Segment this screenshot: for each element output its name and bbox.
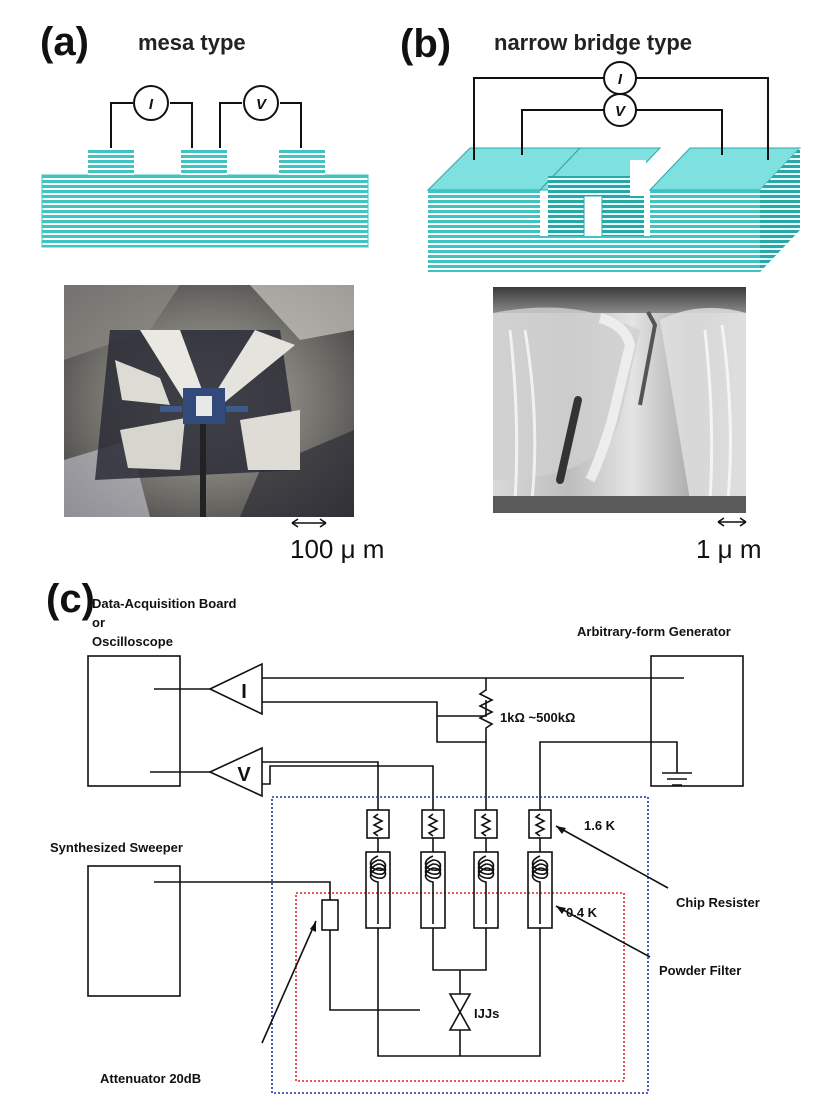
generator-box bbox=[650, 655, 744, 787]
bridge-scale-arrows bbox=[717, 517, 747, 527]
panel-c: (c) Data-Acquisition Board or Oscillosco… bbox=[46, 577, 760, 1094]
stage-0-4k-box bbox=[295, 892, 625, 1082]
mesa-current-meter-label: I bbox=[149, 96, 154, 113]
panel-a: (a) mesa type I V bbox=[40, 20, 384, 564]
wire-bottom-bus bbox=[377, 928, 541, 1057]
chip-resister-label: Chip Resister bbox=[676, 895, 760, 910]
ijj-symbol-bottom bbox=[448, 1010, 472, 1031]
wire-amp-i-in bbox=[262, 700, 487, 717]
daq-label-line3: Oscilloscope bbox=[92, 634, 173, 649]
attenuator-box bbox=[321, 899, 339, 931]
mesa-base bbox=[41, 174, 369, 248]
temp-inner-label: 0.4 K bbox=[566, 905, 598, 920]
mesa-scale-arrows bbox=[291, 518, 327, 528]
panel-b-title: narrow bridge type bbox=[494, 30, 692, 55]
bridge-wire-i-right bbox=[636, 77, 769, 160]
mesa-wire-v-right bbox=[280, 102, 302, 148]
wire-top-junction bbox=[432, 928, 487, 971]
channel-3 bbox=[473, 809, 499, 929]
bridge-sem-image bbox=[493, 287, 746, 513]
mesa-scale-label: 100 μ m bbox=[290, 534, 384, 564]
mesa-electrode-1 bbox=[88, 148, 134, 176]
attenuator-label: Attenuator 20dB bbox=[100, 1071, 201, 1086]
channel-1 bbox=[365, 809, 391, 929]
mesa-structure bbox=[41, 148, 369, 248]
series-resistor-label: 1kΩ ~500kΩ bbox=[500, 710, 575, 725]
panel-a-title: mesa type bbox=[138, 30, 246, 55]
ijj-symbol-top bbox=[448, 993, 472, 1014]
wire-ground bbox=[539, 741, 678, 810]
mesa-electrode-3 bbox=[279, 148, 325, 176]
bridge-wire-v-left bbox=[521, 109, 604, 155]
powder-filter-arrow bbox=[555, 905, 651, 958]
chip-resister-arrowhead bbox=[556, 826, 566, 834]
amp-v-triangle bbox=[208, 746, 263, 798]
panel-a-letter: (a) bbox=[40, 20, 89, 64]
bridge-voltage-meter-label: V bbox=[615, 103, 627, 120]
mesa-electrode-2 bbox=[181, 148, 227, 176]
series-resistor bbox=[436, 678, 494, 743]
daq-box bbox=[87, 655, 181, 787]
daq-label-line2: or bbox=[92, 615, 105, 630]
amp-i-triangle bbox=[208, 662, 263, 716]
amp-v-label: V bbox=[237, 764, 251, 786]
wire-amp-v-in2 bbox=[262, 765, 434, 810]
bridge-voltage-meter bbox=[603, 93, 637, 127]
attenuator-arrowhead bbox=[310, 921, 316, 932]
channel-4 bbox=[527, 809, 553, 929]
amp-i-label: I bbox=[241, 681, 247, 703]
mesa-wire-i-right bbox=[170, 102, 193, 148]
bridge-wire-v-right bbox=[636, 109, 723, 155]
bridge-wire-i-left bbox=[473, 77, 604, 160]
filter-channels bbox=[365, 809, 553, 929]
attenuator-arrow bbox=[261, 920, 317, 1044]
mesa-wire-v-left bbox=[219, 102, 242, 148]
stage-1-6k-box bbox=[271, 796, 649, 1094]
sweeper-box bbox=[87, 865, 181, 997]
ground-symbol bbox=[662, 772, 692, 786]
panel-b: (b) narrow bridge type I V bbox=[400, 22, 802, 564]
wire-sweeper-out bbox=[154, 881, 331, 900]
temp-outer-label: 1.6 K bbox=[584, 818, 616, 833]
mesa-voltage-meter-label: V bbox=[256, 96, 268, 113]
mesa-voltage-meter bbox=[243, 85, 279, 121]
daq-label-line1: Data-Acquisition Board bbox=[92, 596, 237, 611]
bridge-current-meter-label: I bbox=[618, 71, 623, 88]
generator-label: Arbitrary-form Generator bbox=[577, 624, 731, 639]
bridge-scale-label: 1 μ m bbox=[696, 534, 762, 564]
mesa-current-meter bbox=[133, 85, 169, 121]
powder-filter-arrowhead bbox=[556, 906, 566, 914]
panel-b-letter: (b) bbox=[400, 22, 451, 66]
chip-resister-arrow bbox=[555, 825, 669, 889]
sweeper-label: Synthesized Sweeper bbox=[50, 840, 183, 855]
channel-2 bbox=[420, 809, 446, 929]
mesa-wire-i-left bbox=[110, 102, 133, 148]
mesa-micrograph bbox=[64, 285, 354, 517]
powder-filter-label: Powder Filter bbox=[659, 963, 741, 978]
wire-amp-v-in1 bbox=[262, 761, 379, 810]
wire-attenuator-to-ijj bbox=[329, 930, 420, 1011]
panel-c-letter: (c) bbox=[46, 577, 95, 621]
bridge-structure bbox=[426, 147, 802, 272]
ijjs-label: IJJs bbox=[474, 1006, 499, 1021]
